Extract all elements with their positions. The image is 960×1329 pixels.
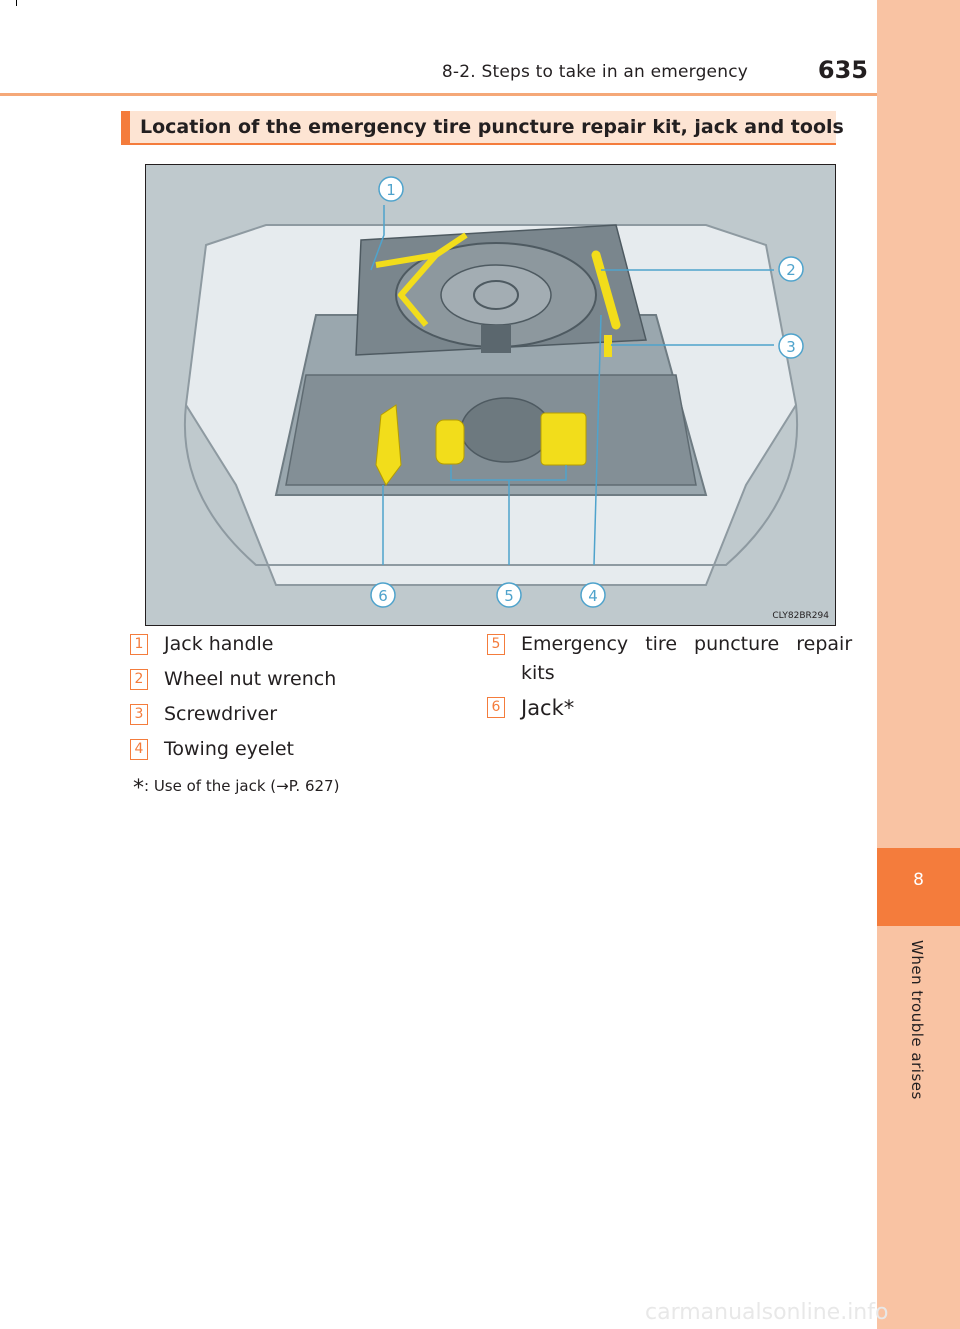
chapter-tab-strip [877, 0, 960, 1329]
section-heading-text: Location of the emergency tire puncture … [140, 116, 844, 138]
jack-handle [375, 232, 468, 327]
legend-label-jack: Jack* [521, 696, 575, 720]
legend-number-5: 5 [487, 634, 505, 655]
wheel-nut-wrench [591, 250, 621, 330]
compressor [540, 412, 587, 466]
callout-circle-4 [580, 582, 606, 608]
crop-mark [16, 0, 17, 6]
legend-label-wheel-nut-wrench: Wheel nut wrench [164, 668, 337, 690]
legend-number-4: 4 [130, 739, 148, 760]
callout-label-2: 2 [786, 261, 796, 279]
jack [375, 404, 402, 486]
lower-well [460, 397, 552, 463]
cover-handle [481, 325, 511, 353]
callout-label-1: 1 [386, 181, 396, 199]
footnote: *: Use of the jack (→P. 627) [133, 776, 339, 801]
legend-label-repair-kits-line2: kits [521, 662, 555, 684]
legend-label-repair-kits: Emergency tire puncture repair [521, 633, 853, 655]
trunk-illustration: 1 2 3 4 5 6 CLY82BR294 [145, 164, 836, 626]
footnote-star: * [133, 776, 144, 801]
callout-circle-2 [778, 256, 804, 282]
section-heading: Location of the emergency tire puncture … [121, 111, 844, 145]
screwdriver [604, 335, 612, 357]
callout-circle-6 [370, 582, 396, 608]
header-rule [0, 93, 877, 96]
callout-circle-1 [378, 176, 404, 202]
callout-label-6: 6 [378, 587, 388, 605]
callout-line-1 [370, 205, 385, 271]
page-number: 635 [817, 56, 868, 84]
callout-label-4: 4 [588, 587, 598, 605]
callout-label-3: 3 [786, 338, 796, 356]
chapter-tab-active[interactable] [877, 848, 960, 926]
legend-number-6: 6 [487, 697, 505, 718]
callout-circle-3 [778, 333, 804, 359]
legend-number-3: 3 [130, 704, 148, 725]
legend-label-towing-eyelet: Towing eyelet [164, 738, 295, 760]
legend-number-1: 1 [130, 634, 148, 655]
legend-number-2: 2 [130, 669, 148, 690]
legend-label-jack-handle: Jack handle [164, 633, 274, 655]
figure-code: CLY82BR294 [772, 611, 829, 621]
footnote-text: : Use of the jack (→P. 627) [144, 777, 340, 795]
sealant-bottle [435, 419, 465, 465]
callout-line-5 [450, 465, 567, 565]
chapter-number: 8 [913, 870, 924, 890]
chapter-title: When trouble arises [908, 940, 926, 1100]
callout-label-5: 5 [504, 587, 514, 605]
bumper [183, 404, 799, 566]
callout-circle-5 [496, 582, 522, 608]
callout-line-4 [593, 314, 602, 566]
trunk-drawing: 1 2 3 4 5 6 [183, 176, 804, 608]
legend-label-screwdriver: Screwdriver [164, 703, 278, 725]
running-header-section: 8-2. Steps to take in an emergency [441, 62, 748, 82]
watermark: carmanualsonline.info [645, 1300, 889, 1325]
